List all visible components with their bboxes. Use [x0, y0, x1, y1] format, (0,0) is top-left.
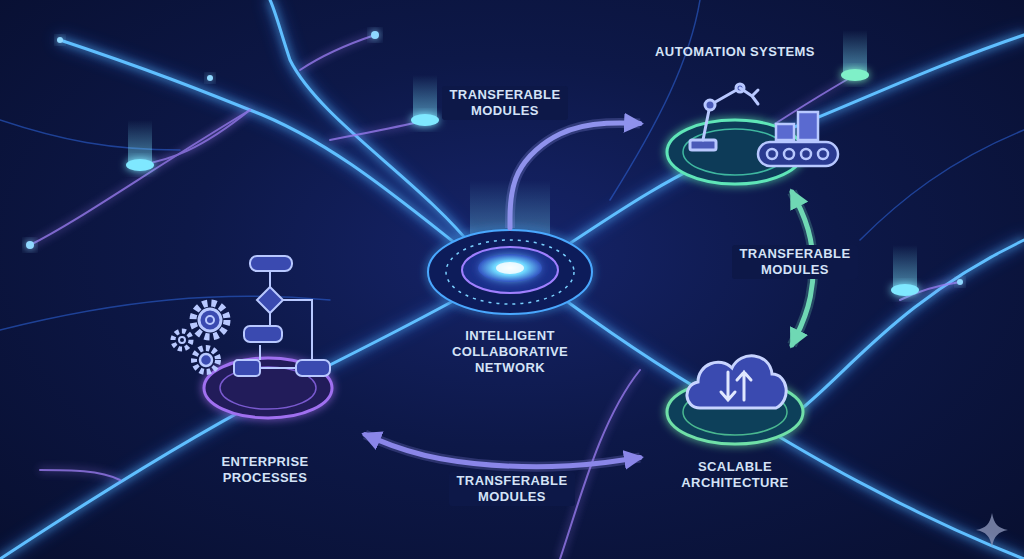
- scalable-node: SCALABLE ARCHITECTURE: [640, 345, 830, 495]
- flowchart-icon: [234, 256, 330, 376]
- scalable-platform: [667, 356, 803, 444]
- node-label: AUTOMATION SYSTEMS: [655, 44, 815, 60]
- edge-label: TRANSFERABLE MODULES: [449, 472, 575, 506]
- gears-icon: [173, 303, 227, 372]
- connector-glow: [510, 123, 640, 228]
- enterprise-node: ENTERPRISE PROCESSES: [165, 305, 365, 490]
- node-label: ENTERPRISE PROCESSES: [208, 454, 323, 486]
- up-down-arrows: [721, 372, 751, 400]
- cloud-icon: [687, 356, 786, 408]
- edge-label: TRANSFERABLE MODULES: [732, 245, 858, 279]
- robot-arm-icon: [690, 84, 758, 150]
- node-label: SCALABLE ARCHITECTURE: [673, 459, 798, 491]
- connector-glow: [365, 435, 640, 467]
- automation-platform: [667, 84, 838, 184]
- node-label: INTELLIGENT COLLABORATIVE NETWORK: [448, 328, 573, 376]
- watermark-sparkle: [976, 513, 1008, 547]
- conveyor-icon: [758, 112, 838, 166]
- transfer-arrow: [365, 435, 640, 467]
- network-endpoints: [26, 30, 963, 296]
- network-hub-node: INTELLIGENT COLLABORATIVE NETWORK: [425, 228, 595, 380]
- edge-label: TRANSFERABLE MODULES: [442, 86, 568, 120]
- transfer-arrow: [510, 123, 640, 228]
- enterprise-platform: [173, 256, 332, 418]
- automation-node: AUTOMATION SYSTEMS: [640, 40, 830, 192]
